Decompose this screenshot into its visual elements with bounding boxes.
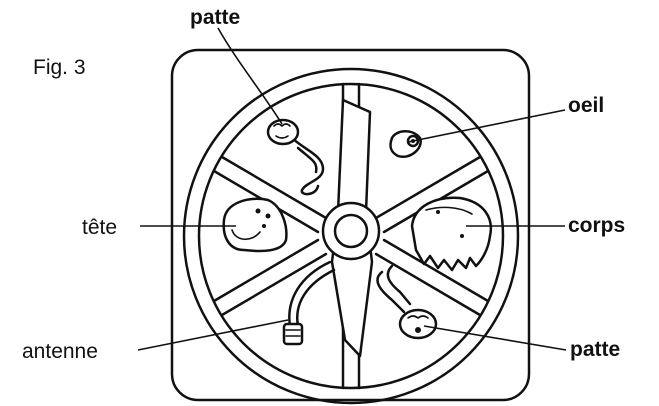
part-corps [412, 198, 491, 270]
label-corps: corps [568, 214, 625, 237]
figure-caption: Fig. 3 [33, 56, 86, 79]
label-patte-bottom: patte [570, 338, 620, 361]
label-tete: tête [82, 216, 117, 239]
part-tete [224, 199, 287, 251]
part-oeil [390, 131, 420, 157]
center-hub-inner [335, 215, 367, 247]
part-patte-top [268, 120, 323, 194]
label-oeil: oeil [568, 94, 604, 117]
label-antenne: antenne [22, 340, 98, 363]
label-patte-top: patte [190, 6, 240, 29]
